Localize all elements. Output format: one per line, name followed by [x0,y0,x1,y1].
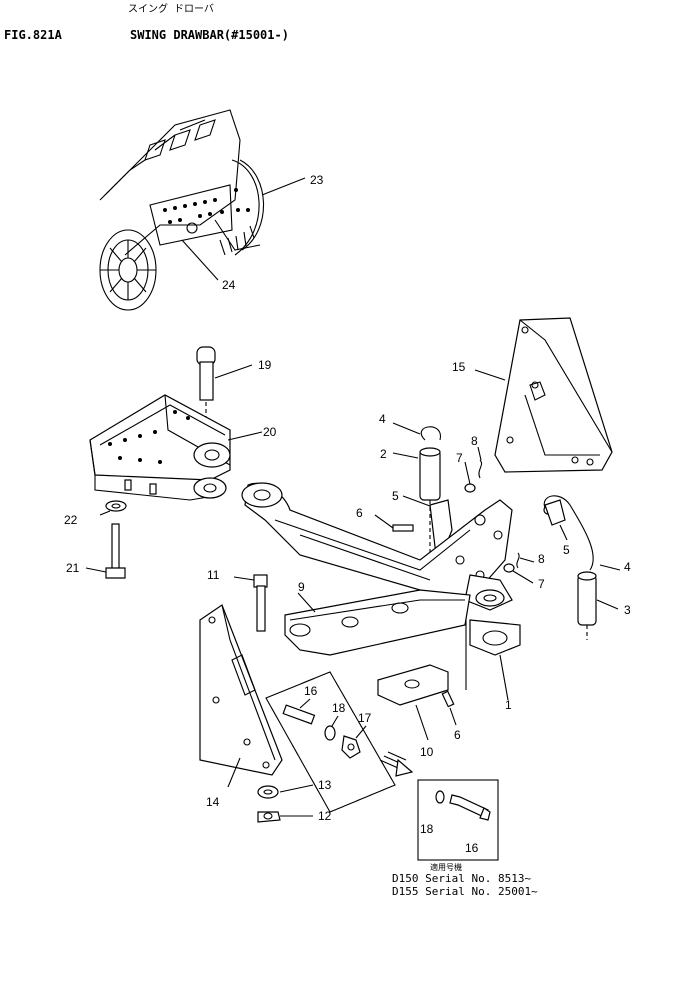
diagram-title: SWING DRAWBAR(#15001-) [130,28,289,42]
callout-6b: 6 [454,728,461,742]
callout-15: 15 [452,360,466,374]
callout-1: 1 [505,698,512,712]
part-10-bracket [377,664,449,741]
pin-set-right-3-4-5 [503,495,621,640]
tractor-rear-illustration [99,109,306,311]
callout-2: 2 [380,447,387,461]
callout-12: 12 [318,809,332,823]
inset-callout-18: 18 [420,822,434,836]
serial-note-title: 適用号機 [430,863,462,872]
callout-23: 23 [310,173,324,187]
pin-set-left-2-4-5 [392,422,453,562]
callout-24: 24 [222,278,236,292]
small-hardware-upper [374,446,483,532]
figure-number: FIG.821A [4,28,62,42]
callout-20: 20 [263,425,277,439]
parts-16-17-18-assembly [265,671,396,813]
inset-box [417,779,499,861]
serial-note-d150: D150 Serial No. 8513~ [392,872,532,885]
callout-4a: 4 [379,412,386,426]
serial-note-d155: D155 Serial No. 25001~ [392,885,538,898]
part-9-crossbar [284,589,471,656]
callout-17: 17 [358,711,372,725]
part-6-lower-bolt [441,690,457,726]
callout-10: 10 [420,745,434,759]
callout-7a: 7 [456,451,463,465]
callout-8b: 8 [538,552,545,566]
title-japanese: スイング ドローバ [128,4,214,15]
callout-9: 9 [298,580,305,594]
part-15-plate [474,317,613,473]
parts-21-22-bolt-washer [85,500,127,579]
callout-3: 3 [624,603,631,617]
inset-arrow [379,751,414,777]
callout-5b: 5 [563,543,570,557]
callout-22: 22 [64,513,78,527]
callout-13: 13 [318,778,332,792]
callout-5a: 5 [392,489,399,503]
callout-16: 16 [304,684,318,698]
callout-4b: 4 [624,560,631,574]
callout-19: 19 [258,358,272,372]
callout-6a: 6 [356,506,363,520]
callout-18: 18 [332,701,346,715]
parts-12-13-nut-washer [257,784,314,823]
callout-8a: 8 [471,434,478,448]
callout-11: 11 [207,568,220,582]
inset-callout-16: 16 [465,841,479,855]
part-11-bolt [233,574,268,632]
drawbar-arm [241,482,521,701]
callout-14: 14 [206,795,220,809]
callout-labels: 23 24 19 15 4 20 8 2 7 5 6 22 5 8 4 21 1… [64,173,631,855]
part-20-bracket [89,394,263,501]
callout-21: 21 [66,561,80,575]
part-19-pin [196,346,253,425]
callout-7b: 7 [538,577,545,591]
part-14-plate [199,604,283,788]
